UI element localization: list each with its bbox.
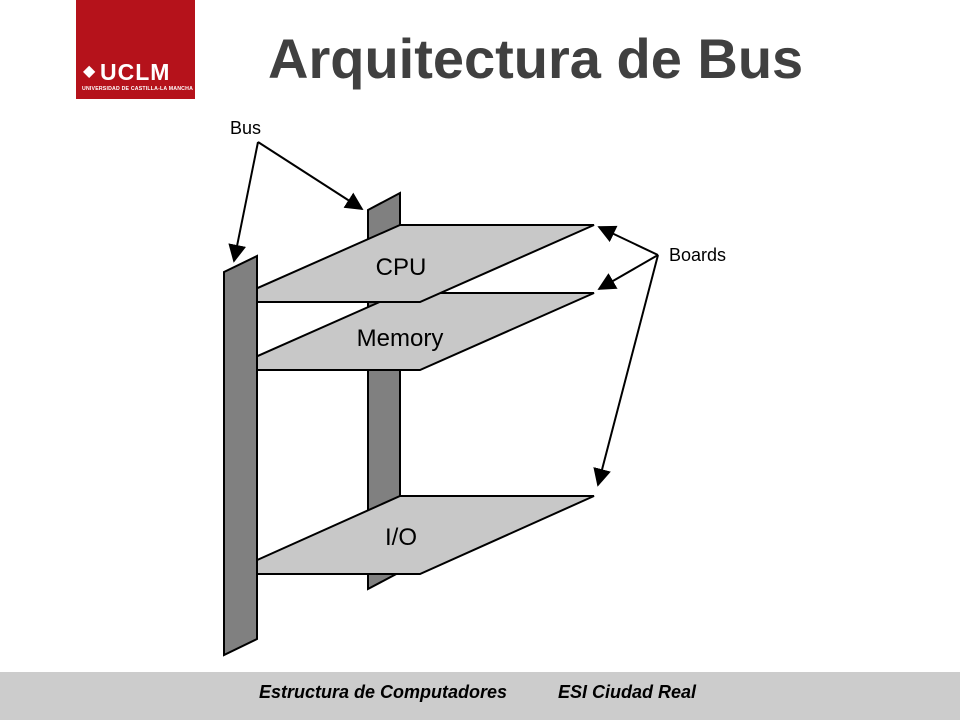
- board-memory: [225, 292, 595, 371]
- board-label-io: I/O: [385, 524, 417, 551]
- boards-label: Boards: [669, 245, 726, 265]
- footer-school: ESI Ciudad Real: [558, 682, 697, 702]
- bus-architecture-diagram: CPU Memory I/O Bus Boards: [223, 118, 726, 657]
- boards-arrow-io: [593, 254, 659, 487]
- board-cpu: [225, 224, 595, 303]
- logo-text: UCLM: [100, 59, 171, 85]
- bus-bar-front: [223, 254, 258, 657]
- uclm-emblem-icon: ◆: [83, 63, 96, 80]
- footer-course: Estructura de Computadores: [259, 682, 508, 702]
- uclm-logo: ◆ UCLM UNIVERSIDAD DE CASTILLA-LA MANCHA: [76, 0, 195, 99]
- boards-arrow-cpu: [597, 225, 659, 256]
- board-io: [225, 495, 595, 575]
- bus-label: Bus: [230, 118, 261, 138]
- bus-arrow-back: [257, 141, 364, 210]
- bus-arrow-front: [228, 141, 259, 263]
- board-label-memory: Memory: [357, 325, 444, 352]
- boards-arrow-memory: [597, 254, 659, 290]
- board-label-cpu: CPU: [376, 254, 427, 281]
- page-title: Arquitectura de Bus: [268, 27, 804, 90]
- footer-bar: Estructura de Computadores ESI Ciudad Re…: [0, 672, 960, 720]
- logo-subtitle: UNIVERSIDAD DE CASTILLA-LA MANCHA: [82, 86, 194, 92]
